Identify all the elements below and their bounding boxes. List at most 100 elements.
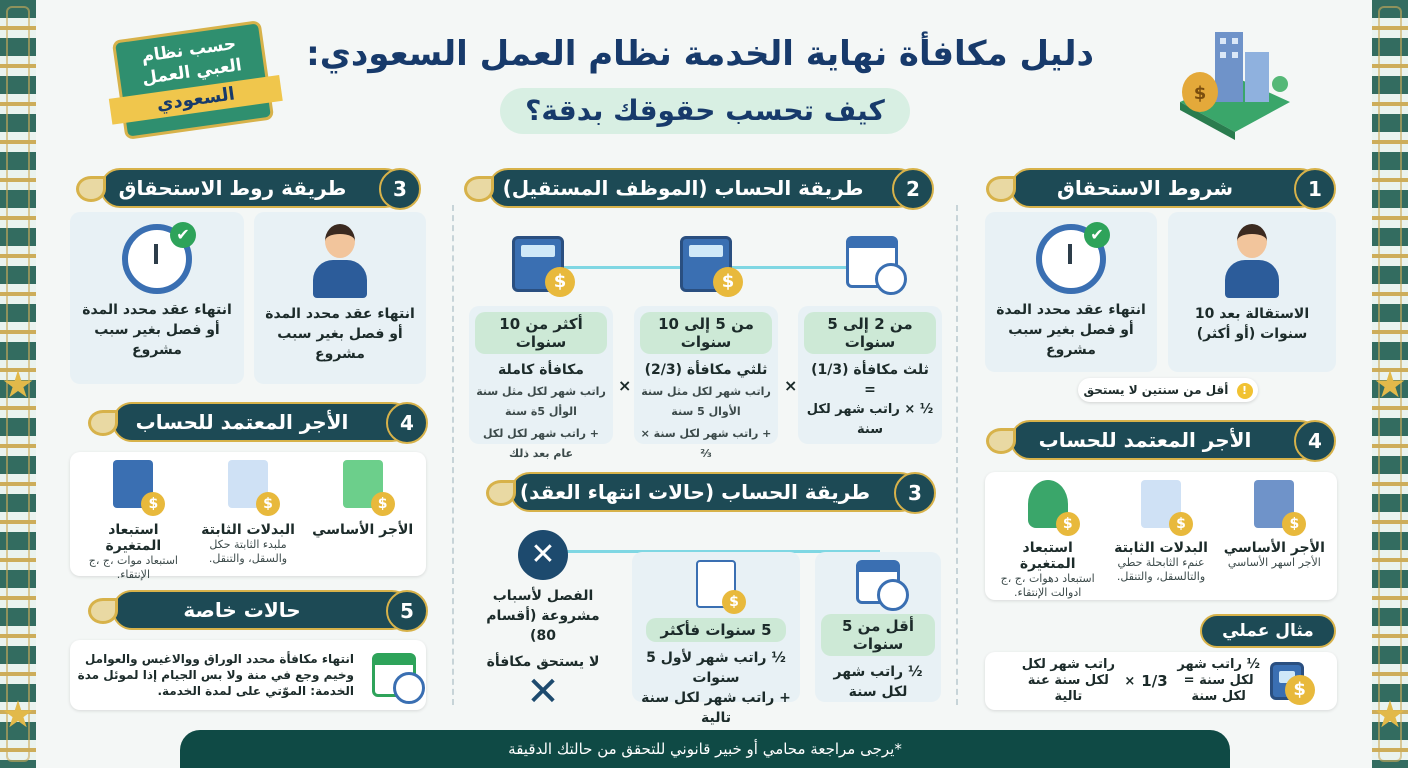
section-4-title-left: الأجر المعتمد للحساب [135,410,349,434]
special-cases-card: انتهاء مكافأة محدد الوراق ووالاغيس والعو… [70,640,426,710]
contract-5-plus-card: 5 سنوات فأكثر ½ راتب شهر لأول 5 سنوات + … [632,552,800,726]
banner-ornament-icon [986,428,1016,454]
calendar-icon [372,653,425,704]
example-fraction: 1/3 [1141,672,1168,690]
signed-document-icon [696,560,746,614]
section-3-title-mid: طريقة الحساب (حالات انتهاء العقد) [519,480,871,504]
section-4-title-right: الأجر المعتمد للحساب [1038,428,1252,452]
wage-item-variable: استبعاد المتغيرة استبعاد موات ،ج ،ج الإن… [78,458,188,582]
section-2-title: طريقة الحساب (الموظف المستقيل) [502,176,864,200]
employee-icon [1217,222,1287,298]
resign-10-plus-line3: + راتب شهر لكل لكل عام بعد ذلك [482,427,600,460]
section-3-heading-mid: طريقة الحساب (حالات انتهاء العقد) 3 [486,472,936,514]
x-circle-icon: ✕ [518,530,568,580]
section-5-heading: حالات خاصة 5 [88,590,428,632]
example-text-left: راتب شهر لكل لكل سنة عنة تالية [1021,657,1115,704]
disclaimer-footer: *يرجى مراجعة محامي أو خبير قانوني للتحقق… [180,730,1230,768]
decorative-border-left [0,0,36,768]
wage-item-label: استبعاد المتغيرة [1019,540,1076,572]
page-subtitle: كيف تحسب حقوقك بدقة؟ [500,88,910,134]
wage-item-basic: الأجر الأساسي الأجر اسهر الأساسي [1219,478,1329,600]
banner-ornament-icon [486,480,516,506]
svg-text:$: $ [1194,83,1207,104]
wage-item-allowances: البدلات الثابتة عنمء الثابحلة حطي والتال… [1106,478,1216,600]
wage-item-desc: عنمء الثابحلة حطي والتالسقل، والتنقل. [1116,556,1206,583]
section-4-heading-right: الأجر المعتمد للحساب 4 [986,420,1336,462]
wage-item-basic: الأجر الأساسي [308,458,418,582]
contract-under-5-card: أقل من 5 سنوات ½ راتب شهر لكل سنة [815,552,941,702]
wage-basis-panel-right: الأجر الأساسي الأجر اسهر الأساسي البدلات… [985,472,1337,600]
eligibility-resignation-text: الاستقالة بعد 10 سنوات (أو أكثر) [1194,306,1310,342]
times-sign: × [784,376,798,395]
x-mark-icon: ✕ [526,669,560,715]
eligibility-card-resignation: الاستقالة بعد 10 سنوات (أو أكثر) [1168,212,1336,372]
resign-2-5-years-card: من 2 إلى 5 سنوات ثلث مكافأة (1/3) = ½ × … [798,306,942,444]
building-icon [1254,480,1307,536]
dismissal-legitimate-card: ✕ الفصل لأسباب مشروعة (أقسام 80) لا يستح… [470,520,616,712]
left-eligibility-card-1: انتهاء عقد محدد المدة أو فصل بغير سبب مش… [254,212,426,384]
section-1-heading: شروط الاستحقاق 1 [986,168,1336,210]
resign-5-10-head: من 5 إلى 10 سنوات [640,312,772,354]
saudi-labor-law-badge: حسب نظام العبي العمل السعودي [108,20,283,140]
section-1-title: شروط الاستحقاق [1056,176,1234,200]
example-times-sign: × [1124,673,1136,689]
wage-item-desc: الأجر اسهر الأساسي [1227,556,1321,569]
section-3-heading-left: طريقة روط الاستحقاق 3 [76,168,421,210]
wage-item-allowances: البدلات الثابتة ملبدء الثابتة حكل والسقل… [193,458,303,582]
section-4-heading-left: الأجر المعتمد للحساب 4 [88,402,428,444]
banner-ornament-icon [88,598,118,624]
section-3-number-left: 3 [379,168,421,210]
calculator-shield-icon [680,236,743,297]
contract-5-plus-head: 5 سنوات فأكثر [646,618,786,642]
eligibility-contract-end-text: انتهاء عقد محدد المدة أو فصل بغير سبب مش… [996,302,1146,358]
practical-example-heading: مثال عملي [1200,614,1336,648]
money-bag-coins-icon [1027,480,1080,536]
resign-5-10-line1: ثلثي مكافأة (2/3) [644,362,768,378]
warning-text: أقل من سنتين لا يستحق [1083,383,1229,397]
calculator-money-icon [1269,662,1315,705]
section-4-number-right: 4 [1294,420,1336,462]
resign-5-10-line3: + راتب شهر لكل سنة × ⅔ [640,427,772,460]
contract-under-5-line1: ½ راتب شهر لكل سنة [833,664,923,700]
wage-item-desc: ملبدء الثابتة حكل والسقل، والتنقل. [208,538,288,565]
calendar-clock-icon [846,236,907,295]
left-eligibility-card-2: انتهاء عقد محدد المدة أو فصل بغير سبب مش… [70,212,244,384]
column-divider [452,205,454,705]
resign-5-10-years-card: من 5 إلى 10 سنوات ثلثي مكافأة (2/3) راتب… [634,306,778,460]
section-3-number-mid: 3 [894,472,936,514]
dismissal-head: الفصل لأسباب مشروعة (أقسام 80) [486,588,600,644]
section-3-title-left: طريقة روط الاستحقاق [118,176,347,200]
resign-10-plus-line2: راتب شهر لكل مثل سنة الوأل 5ة سنة [476,385,606,418]
banner-ornament-icon [76,176,106,202]
section-4-number-left: 4 [386,402,428,444]
buildings-money-illustration-icon: $ [1180,32,1290,140]
left-eligibility-text-1: انتهاء عقد محدد المدة أو فصل بغير سبب مش… [265,306,415,362]
wage-item-label: الأجر الأساسي [1223,540,1325,556]
banner-ornament-icon [986,176,1016,202]
page-title: دليل مكافأة نهاية الخدمة نظام العمل السع… [306,34,1094,74]
section-5-title: حالات خاصة [183,598,301,622]
wage-item-label: البدلات الثابتة [1114,540,1208,556]
resign-2-5-line2: = [864,382,876,398]
section-1-number: 1 [1294,168,1336,210]
clipboard-money-icon [228,460,281,516]
document-money-icon [342,460,395,516]
wage-item-desc: استبعاد دهوات ،ج ،ج ادوالت الإنتقاء. [1000,572,1095,599]
calendar-clock-icon [856,560,909,611]
clock-check-icon [1036,222,1110,294]
resign-10-plus-head: أكثر من 10 سنوات [475,312,607,354]
practical-example-card: ½ راتب شهر لكل سنة =لكل سنة 1/3 × راتب ش… [985,652,1337,710]
wage-basis-panel-left: الأجر الأساسي البدلات الثابتة ملبدء الثا… [70,452,426,581]
employee-icon [305,222,375,298]
resign-2-5-head: من 2 إلى 5 سنوات [804,312,936,354]
wage-item-label: الأجر الأساسي [312,522,414,538]
warning-note: ! أقل من سنتين لا يستحق [1078,378,1258,402]
calculator-x-icon [113,460,166,516]
resign-2-5-line3: ½ × راتب شهر لكل سنة [806,402,934,437]
clock-check-icon [122,222,196,294]
section-5-number: 5 [386,590,428,632]
example-text-right: ½ راتب شهر لكل سنة =لكل سنة [1177,657,1260,704]
wage-item-label: استبعاد المتغيرة [105,522,162,554]
calculator-money-icon [512,236,575,297]
wage-item-label: البدلات الثابتة [201,522,295,538]
